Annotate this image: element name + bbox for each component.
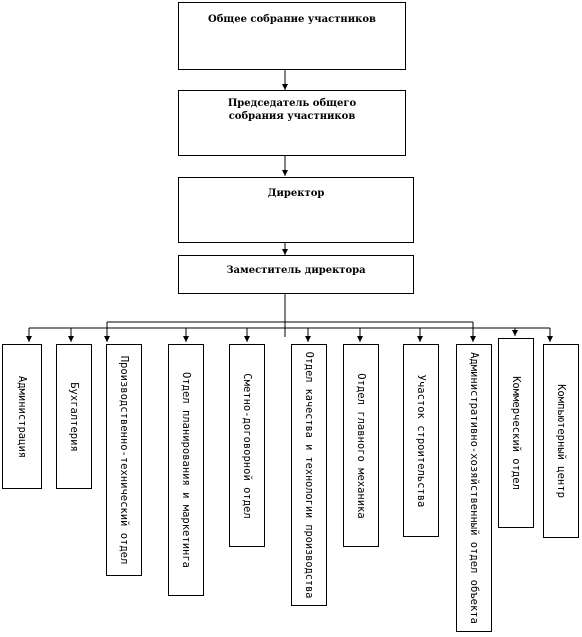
box-general-assembly: Общее собрание участников: [178, 2, 406, 70]
deputy-director-label: Заместитель директора: [226, 265, 366, 276]
chairman-label: Председатель общего собрания участников: [227, 98, 357, 122]
dept-planning-marketing-label: Отдел планирования и маркетинга: [180, 372, 192, 568]
dept-administration-label: Администрация: [16, 375, 28, 458]
dept-chief-mechanic-label: Отдел главного механика: [355, 372, 367, 519]
dept-accounting: Бухгалтерия: [56, 344, 92, 489]
dept-commercial-label: Коммерческий отдел: [510, 376, 522, 490]
dept-computer-center-label: Компьютерный центр: [555, 384, 567, 498]
director-label: Директор: [267, 188, 325, 199]
dept-admin-household-label: Административно-хозяйственный отдел объе…: [468, 352, 480, 624]
dept-quality-technology: Отдел качества и технологии производства: [291, 344, 327, 606]
dept-chief-mechanic: Отдел главного механика: [343, 344, 379, 547]
dept-accounting-label: Бухгалтерия: [68, 381, 80, 452]
dept-construction-site-label: Участок строительства: [415, 374, 427, 507]
dept-production-technical: Производственно-технический отдел: [106, 344, 142, 576]
dept-admin-household: Административно-хозяйственный отдел объе…: [456, 344, 492, 632]
general-assembly-label: Общее собрание участников: [208, 14, 376, 25]
dept-production-technical-label: Производственно-технический отдел: [118, 355, 130, 565]
dept-administration: Администрация: [2, 344, 42, 489]
dept-quality-technology-label: Отдел качества и технологии производства: [303, 351, 315, 599]
box-chairman: Председатель общего собрания участников: [178, 90, 406, 156]
box-director: Директор: [178, 177, 414, 243]
dept-estimate-contract-label: Сметно-договорной отдел: [241, 372, 253, 519]
dept-estimate-contract: Сметно-договорной отдел: [229, 344, 265, 547]
box-deputy-director: Заместитель директора: [178, 255, 414, 294]
dept-planning-marketing: Отдел планирования и маркетинга: [168, 344, 204, 596]
dept-computer-center: Компьютерный центр: [543, 344, 579, 538]
dept-construction-site: Участок строительства: [403, 344, 439, 537]
dept-commercial: Коммерческий отдел: [498, 338, 534, 528]
